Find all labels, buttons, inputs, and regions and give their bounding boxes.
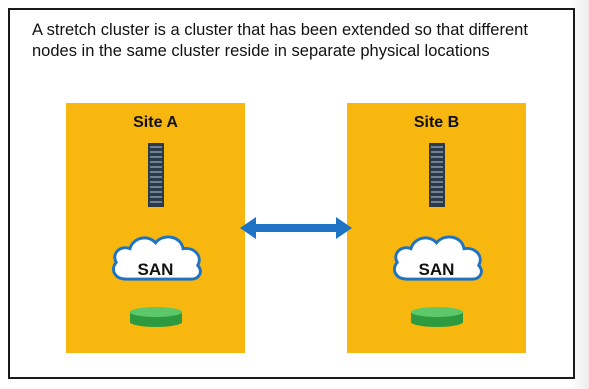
server-rack-icon (429, 143, 445, 207)
storage-disk-icon (130, 307, 182, 327)
site-a-box: Site A SAN (66, 103, 245, 353)
cloud-icon (393, 235, 483, 281)
storage-disk-icon (411, 307, 463, 327)
site-a-storage-label: SAN (137, 260, 174, 279)
site-b-storage-label: SAN (418, 260, 455, 279)
site-b-box: Site B SAN (347, 103, 526, 353)
site-a-title: Site A (133, 114, 178, 131)
cloud-icon (112, 235, 202, 281)
background-shade (571, 0, 589, 389)
bidirectional-arrow-icon (240, 217, 352, 239)
site-b-title: Site B (413, 114, 460, 131)
server-rack-icon (148, 143, 164, 207)
description-text: A stretch cluster is a cluster that has … (32, 21, 528, 60)
